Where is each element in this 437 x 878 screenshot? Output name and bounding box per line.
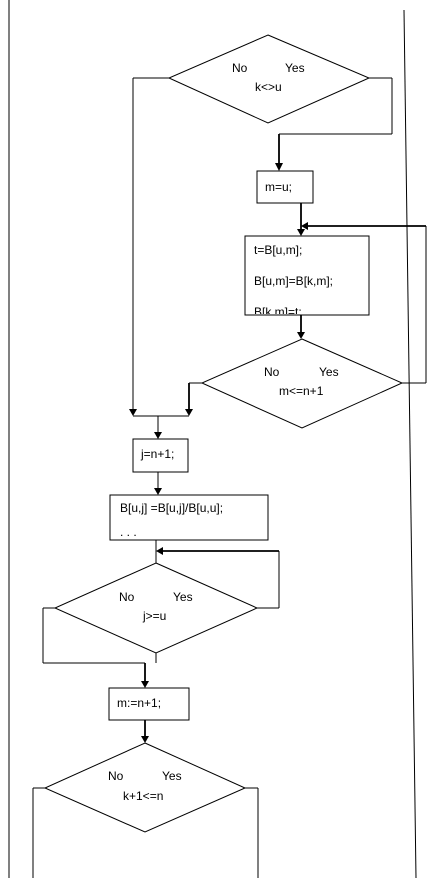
process-m-assign-n-plus-1: m:=n+1; xyxy=(108,687,190,721)
process-line: B[u,j] =B[u,j]/B[u,u]; xyxy=(120,501,223,515)
decision-condition: k+1<=n xyxy=(123,789,163,803)
decision-yes-label: Yes xyxy=(173,590,193,604)
decision-k-neq-u: No Yes k<>u xyxy=(167,34,371,124)
process-box xyxy=(108,687,190,721)
arrowhead xyxy=(129,409,137,416)
arrowhead xyxy=(185,409,193,416)
arrowhead xyxy=(275,163,283,171)
process-box xyxy=(132,438,189,473)
decision-no-label: No xyxy=(232,61,248,75)
process-box xyxy=(256,170,314,204)
decision-diamond xyxy=(43,742,247,833)
decision-yes-label: Yes xyxy=(285,61,305,75)
decision-condition: j>=u xyxy=(142,609,166,623)
decision-no-label: No xyxy=(264,365,280,379)
arrowhead xyxy=(301,222,308,230)
decision-condition: m<=n+1 xyxy=(279,384,324,398)
process-line: m:=n+1; xyxy=(117,696,161,710)
decision-no-label: No xyxy=(119,590,135,604)
arrowhead xyxy=(154,488,162,495)
arrowhead xyxy=(141,681,149,688)
arrowhead xyxy=(141,736,149,743)
decision-diamond xyxy=(200,338,404,429)
process-line: m=u; xyxy=(265,180,292,194)
arrowhead xyxy=(297,332,305,339)
process-line: j=n+1; xyxy=(140,447,174,461)
process-swap-block: t=B[u,m]; B[u,m]=B[k,m]; B[k,m]=t; xyxy=(244,235,370,319)
process-line: . . . xyxy=(120,525,137,539)
decision-yes-label: Yes xyxy=(319,365,339,379)
decision-yes-label: Yes xyxy=(162,769,182,783)
decision-m-le-n-plus-1: No Yes m<=n+1 xyxy=(200,338,404,429)
decision-j-ge-u: No Yes j>=u xyxy=(53,562,259,654)
right-margin-line xyxy=(403,9,417,878)
decision-k-plus-1-le-n: No Yes k+1<=n xyxy=(43,742,247,833)
process-division-block: B[u,j] =B[u,j]/B[u,u]; . . . xyxy=(109,494,269,541)
process-line: B[u,m]=B[k,m]; xyxy=(254,274,333,288)
process-box xyxy=(244,235,370,316)
decision-condition: k<>u xyxy=(255,80,282,94)
arrowhead xyxy=(297,229,305,236)
decision-no-label: No xyxy=(108,769,124,783)
decision-diamond xyxy=(53,562,259,654)
process-line: t=B[u,m]; xyxy=(254,243,302,257)
arrowhead xyxy=(154,432,162,439)
process-box xyxy=(109,494,269,541)
decision-diamond xyxy=(167,34,371,124)
arrowhead xyxy=(156,547,163,555)
process-j-equals-n-plus-1: j=n+1; xyxy=(132,438,189,473)
process-line: B[k,m]=t; xyxy=(254,305,302,319)
process-m-equals-u: m=u; xyxy=(256,170,314,204)
